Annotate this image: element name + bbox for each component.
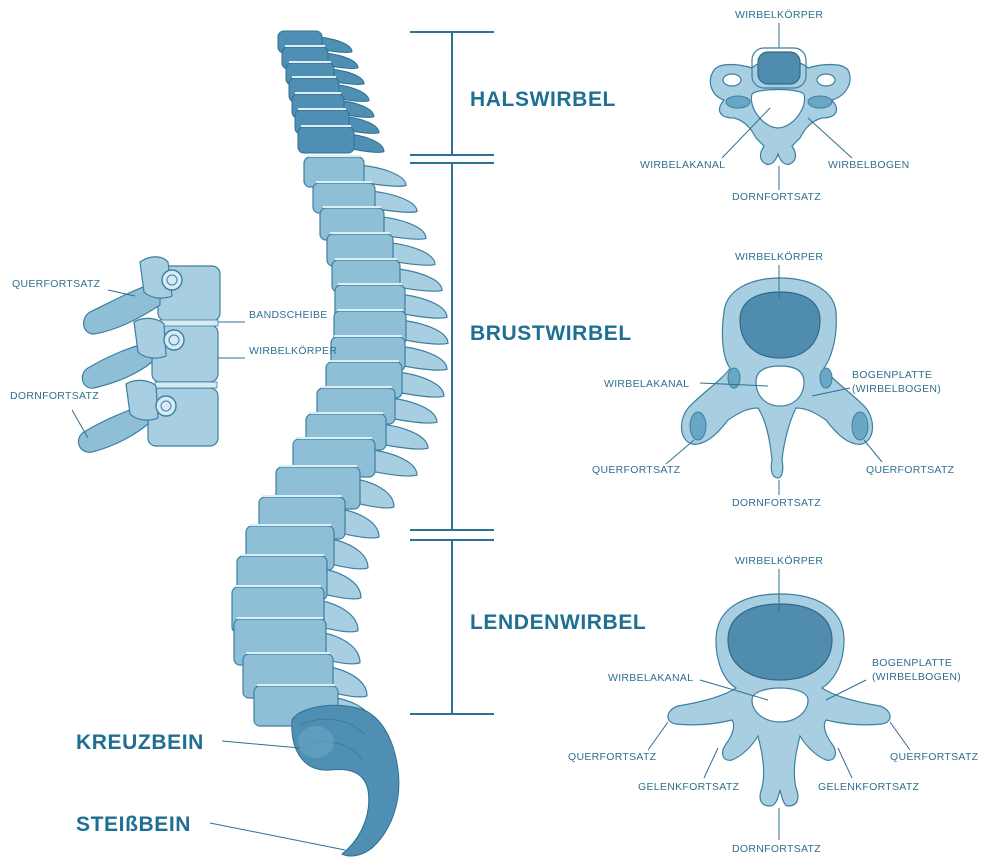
label-side-querfortsatz: QUERFORTSATZ (12, 278, 101, 290)
lumbar-vertebra (668, 594, 890, 806)
label-lumbar-bogenplatte: BOGENPLATTE (872, 657, 952, 669)
label-lumbar-wirbelkoerper: WIRBELKÖRPER (735, 555, 823, 567)
thoracic-vertebra (682, 278, 873, 478)
region-label-halswirbel: HALSWIRBEL (470, 88, 616, 111)
label-lumbar-gelenkfortsatz-right: GELENKFORTSATZ (818, 781, 920, 793)
label-thoracic-querfortsatz-right: QUERFORTSATZ (866, 464, 955, 476)
label-side-bandscheibe: BANDSCHEIBE (249, 309, 328, 321)
label-thoracic-dornfortsatz: DORNFORTSATZ (732, 497, 821, 509)
label-lumbar-wirbelbogen: (WIRBELBOGEN) (872, 671, 961, 683)
cervical-vertebra (710, 48, 850, 164)
label-cervical-dornfortsatz: DORNFORTSATZ (732, 191, 821, 203)
label-cervical-wirbelkoerper: WIRBELKÖRPER (735, 9, 823, 21)
label-lumbar-querfortsatz-right: QUERFORTSATZ (890, 751, 979, 763)
label-lumbar-dornfortsatz: DORNFORTSATZ (732, 843, 821, 855)
region-label-brustwirbel: BRUSTWIRBEL (470, 322, 632, 345)
label-side-wirbelkoerper: WIRBELKÖRPER (249, 345, 337, 357)
vertebra-body (298, 127, 354, 153)
region-label-kreuzbein: KREUZBEIN (76, 731, 204, 754)
label-thoracic-bogenplatte: BOGENPLATTE (852, 369, 932, 381)
region-label-steissbein: STEIßBEIN (76, 813, 191, 836)
label-side-dornfortsatz: DORNFORTSATZ (10, 390, 99, 402)
label-cervical-wirbelbogen: WIRBELBOGEN (828, 159, 909, 171)
sacrum-coccyx (292, 705, 399, 856)
label-thoracic-wirbelkoerper: WIRBELKÖRPER (735, 251, 823, 263)
spinal-column (232, 31, 448, 726)
label-lumbar-wirbelkanal: WIRBELAKANAL (608, 672, 693, 684)
label-cervical-wirbelkanal: WIRBELAKANAL (640, 159, 725, 171)
label-lumbar-querfortsatz-left: QUERFORTSATZ (568, 751, 657, 763)
label-thoracic-wirbelkanal: WIRBELAKANAL (604, 378, 689, 390)
label-thoracic-wirbelbogen: (WIRBELBOGEN) (852, 383, 941, 395)
region-label-lendenwirbel: LENDENWIRBEL (470, 611, 646, 634)
label-lumbar-gelenkfortsatz-left: GELENKFORTSATZ (638, 781, 740, 793)
label-thoracic-querfortsatz-left: QUERFORTSATZ (592, 464, 681, 476)
